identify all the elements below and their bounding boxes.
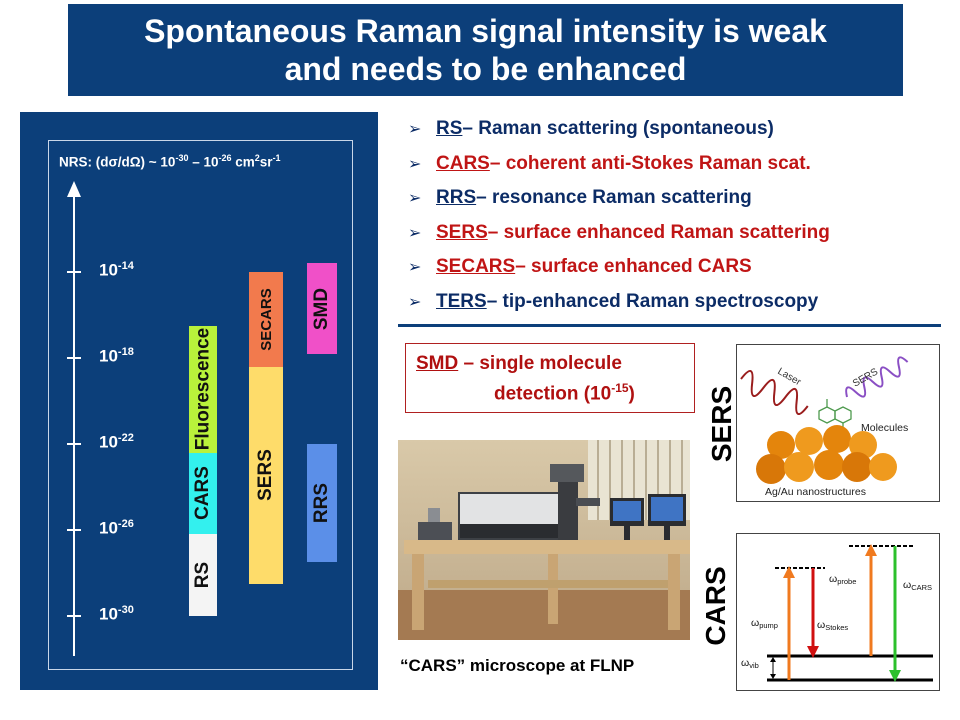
abbreviation-definition: – tip-enhanced Raman spectroscopy [486, 290, 819, 312]
axis-tick-label: 10-26 [99, 518, 134, 538]
sers-diagram-title: SERS [706, 385, 737, 463]
technique-bar-label: RS [192, 561, 213, 589]
sers-label: SERS [851, 366, 880, 389]
abbreviation-item: ➢ TERS – tip-enhanced Raman spectroscopy [408, 285, 953, 320]
title-line-1: Spontaneous Raman signal intensity is we… [144, 13, 827, 49]
nanoparticles [756, 425, 897, 484]
title-line-2: and needs to be enhanced [284, 51, 687, 87]
axis-tick [67, 271, 81, 273]
technique-bar-label: SERS [255, 449, 276, 502]
abbreviation-term: RS [436, 118, 463, 140]
technique-bar-label: CARS [192, 466, 213, 521]
vib-label: ωvib [741, 657, 759, 670]
arrow-bullet-icon: ➢ [408, 224, 422, 242]
technique-bar-rs: RS [189, 534, 217, 616]
intensity-axis [73, 196, 75, 656]
technique-bar-label: SMD [311, 287, 333, 330]
technique-bar-label: RRS [311, 483, 332, 524]
axis-tick [67, 443, 81, 445]
arrow-bullet-icon: ➢ [408, 293, 422, 311]
axis-tick-label: 10-18 [99, 346, 134, 366]
abbreviation-definition: – Raman scattering (spontaneous) [462, 118, 774, 140]
abbreviation-term: SECARS [436, 256, 516, 278]
abbreviation-definition: – surface enhanced Raman scattering [487, 221, 830, 243]
stokes-label: ωStokes [817, 619, 848, 632]
technique-bar-cars: CARS [189, 452, 217, 535]
technique-bar-label: Fluorescence [192, 327, 213, 451]
axis-tick-label: 10-22 [99, 432, 134, 452]
technique-bar-smd: SMD [307, 263, 337, 354]
substrate-label: Ag/Au nanostructures [765, 486, 866, 498]
smd-note-box: SMD – single molecule detection (10-15) [405, 343, 695, 413]
abbreviation-item: ➢ SECARS – surface enhanced CARS [408, 250, 953, 285]
abbreviation-item: ➢ CARS – coherent anti-Stokes Raman scat. [408, 147, 953, 182]
technique-bar-label: SECARS [257, 288, 275, 351]
section-divider [398, 324, 941, 327]
abbreviation-term: SERS [436, 221, 488, 243]
arrow-bullet-icon: ➢ [408, 190, 422, 208]
axis-tick-label: 10-14 [99, 260, 134, 280]
laser-wave [740, 370, 809, 415]
axis-tick [67, 529, 81, 531]
intensity-scale-panel: NRS: (dσ/dΩ) ~ 10-30 – 10-26 cm2sr-1 10-… [20, 112, 378, 690]
photo-caption: “CARS” microscope at FLNP [400, 656, 635, 675]
abbreviation-definition: – coherent anti-Stokes Raman scat. [489, 152, 811, 174]
scale-frame: NRS: (dσ/dΩ) ~ 10-30 – 10-26 cm2sr-1 10-… [48, 140, 353, 670]
technique-bar-rrs: RRS [307, 444, 337, 563]
axis-tick-label: 10-30 [99, 604, 134, 624]
arrow-bullet-icon: ➢ [408, 155, 422, 173]
laser-label: Laser [776, 366, 804, 388]
abbreviation-definition: – resonance Raman scattering [476, 187, 752, 209]
cars-label: ωCARS [903, 579, 932, 592]
technique-bar-secars: SECARS [249, 272, 283, 367]
abbreviation-item: ➢ RS – Raman scattering (spontaneous) [408, 112, 953, 147]
axis-tick [67, 615, 81, 617]
axis-tick [67, 357, 81, 359]
cross-section-label: NRS: (dσ/dΩ) ~ 10-30 – 10-26 cm2sr-1 [59, 153, 281, 170]
sers-wave [845, 356, 909, 398]
title-banner: Spontaneous Raman signal intensity is we… [68, 4, 903, 96]
pump-label: ωpump [751, 617, 778, 630]
abbreviation-term: TERS [436, 290, 487, 312]
axis-arrow-icon [67, 181, 81, 197]
smd-abbr: SMD [416, 353, 459, 374]
abbreviation-list: ➢ RS – Raman scattering (spontaneous) ➢ CAR… [408, 112, 953, 319]
abbreviation-item: ➢ SERS – surface enhanced Raman scatterin… [408, 216, 953, 251]
technique-bar-sers: SERS [249, 366, 283, 584]
molecules-label: Molecules [861, 422, 908, 434]
probe-label: ωprobe [829, 573, 856, 586]
technique-bar-fluorescence: Fluorescence [189, 325, 217, 453]
abbreviation-term: CARS [436, 152, 490, 174]
microscope-photo [398, 440, 690, 640]
cars-diagram-title: CARS [700, 566, 731, 646]
arrow-bullet-icon: ➢ [408, 259, 422, 277]
abbreviation-definition: – surface enhanced CARS [515, 256, 752, 278]
smd-desc: – single molecule [458, 353, 622, 374]
abbreviation-item: ➢ RRS – resonance Raman scattering [408, 181, 953, 216]
cars-energy-diagram: ωpump ωStokes ωprobe ωCARS ωvib [736, 533, 940, 691]
sers-diagram: Laser SERS Molecules Ag/Au nanostructure… [736, 344, 940, 502]
abbreviation-term: RRS [436, 187, 477, 209]
arrow-bullet-icon: ➢ [408, 121, 422, 139]
